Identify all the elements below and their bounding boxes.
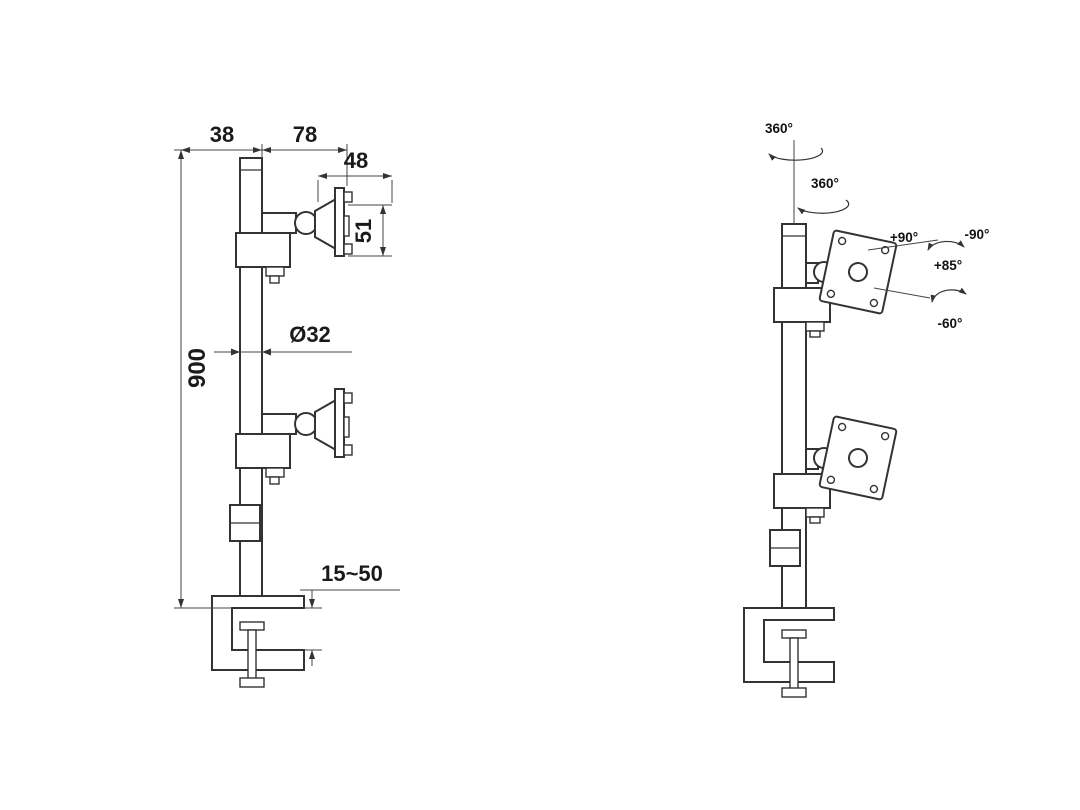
rotation-arc-arm [797, 199, 850, 215]
lower-clamp-bolt-right [805, 507, 825, 518]
swivel-arc [927, 240, 965, 251]
angle-label-tilt-down: -60° [938, 316, 963, 331]
upper-arm-assembly-front [773, 229, 898, 338]
tilt-axis-leader [873, 287, 931, 299]
right-view: 360° 360° +90° -90° [743, 121, 990, 698]
dim-label-clamp-range: 15~50 [321, 561, 383, 586]
upper-vesa-hole-br [869, 298, 879, 308]
desk-clamp-body [211, 595, 305, 671]
lower-plate-boss [343, 416, 350, 438]
upper-tilt-cone [314, 197, 337, 251]
dim-label-48: 48 [344, 148, 368, 173]
lower-pole-clamp [235, 433, 291, 469]
clamp-screw-pad-right [781, 629, 807, 639]
lower-vesa-hole-br [869, 484, 879, 494]
upper-clamp-bolt-tip-right [809, 330, 821, 338]
dim-label-900: 900 [184, 348, 211, 388]
upper-vesa-hole-tr [880, 245, 890, 255]
left-view: 38 78 48 51 900 Ø32 [174, 122, 400, 688]
desk-clamp-body-right [743, 607, 835, 683]
clamp-screw-pad [239, 621, 265, 631]
upper-clamp-bolt-right [805, 321, 825, 332]
diameter-arrow-right [262, 348, 271, 356]
upper-plate-boss [343, 215, 350, 237]
lower-ball-joint [294, 412, 318, 436]
lower-arm-assembly-side [235, 388, 353, 485]
dim-label-78: 78 [293, 122, 317, 147]
rotation-arc-top [768, 147, 824, 161]
upper-arm-assembly-side [235, 187, 353, 284]
upper-plate-flange-bottom [343, 243, 353, 255]
upper-clamp-bolt [265, 266, 285, 277]
head-angle-annotations: +90° -90° +85° -60° [867, 227, 990, 331]
lower-vesa-hub [848, 448, 868, 468]
lower-vesa-hole-tr [880, 431, 890, 441]
dim-label-38: 38 [210, 122, 234, 147]
lower-clamp-bolt-tip-right [809, 516, 821, 524]
angle-label-tilt-up: +85° [934, 258, 962, 273]
lower-vesa-hole-tl [837, 422, 847, 432]
upper-vesa-plate [818, 229, 898, 315]
upper-vesa-hub [848, 262, 868, 282]
upper-plate-flange-top [343, 191, 353, 203]
dim-label-diameter: Ø32 [289, 322, 331, 347]
tilt-arc [930, 287, 967, 303]
angle-label-pole-rotation: 360° [765, 121, 793, 136]
diameter-arrow-left [231, 348, 240, 356]
dimensions-left-view: 38 78 48 51 900 Ø32 [174, 122, 400, 666]
desk-clamp-side [211, 595, 305, 688]
clamp-screw-rod [247, 629, 257, 681]
upper-vesa-hole-tl [837, 236, 847, 246]
clamp-screw-knob-right [781, 687, 807, 698]
lower-tilt-cone [314, 398, 337, 452]
upper-pole-clamp [235, 232, 291, 268]
lower-pole-clamp-right [773, 473, 831, 509]
angle-label-swivel-negative: -90° [965, 227, 990, 242]
upper-ball-joint [294, 211, 318, 235]
clamp-screw-rod-right [789, 637, 799, 691]
lower-vesa-plate-side [334, 388, 345, 458]
upper-vesa-plate-side [334, 187, 345, 257]
angle-label-swivel-positive: +90° [890, 230, 918, 245]
upper-arm-link [261, 212, 297, 234]
desk-clamp-front [743, 607, 835, 698]
lower-plate-flange-top [343, 392, 353, 404]
lower-plate-flange-bottom [343, 444, 353, 456]
clamp-screw-knob [239, 677, 265, 688]
dim-label-51: 51 [351, 219, 376, 243]
swivel-axis-leader [867, 239, 939, 251]
lower-clamp-bolt [265, 467, 285, 478]
upper-clamp-bolt-tip [269, 275, 280, 284]
upper-vesa-hole-bl [826, 289, 836, 299]
pole-rotation-annotation: 360° 360° [765, 121, 850, 224]
lower-arm-link [261, 413, 297, 435]
lower-vesa-hole-bl [826, 475, 836, 485]
lower-clamp-bolt-tip [269, 476, 280, 485]
lower-vesa-plate [818, 415, 898, 501]
angle-label-arm-rotation: 360° [811, 176, 839, 191]
lower-arm-assembly-front [773, 415, 898, 524]
